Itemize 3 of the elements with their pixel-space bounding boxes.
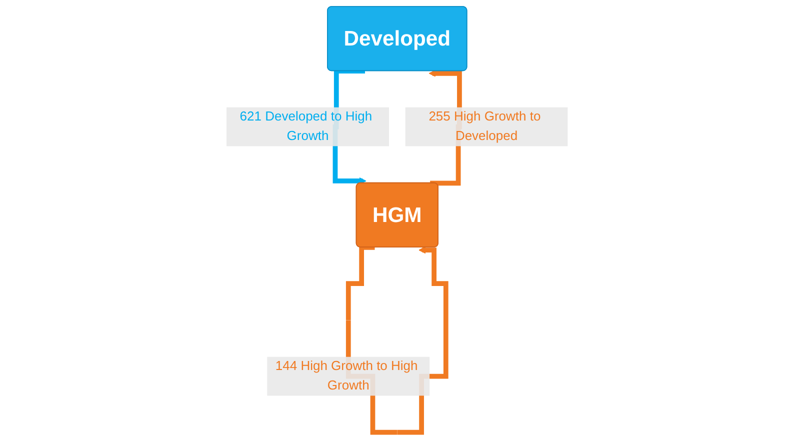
edge-label: 144 High Growth to High Growth	[275, 359, 418, 393]
edge-label: 255 High Growth to Developed	[428, 110, 541, 144]
edge-label: 621 Developed to High Growth	[240, 110, 372, 144]
